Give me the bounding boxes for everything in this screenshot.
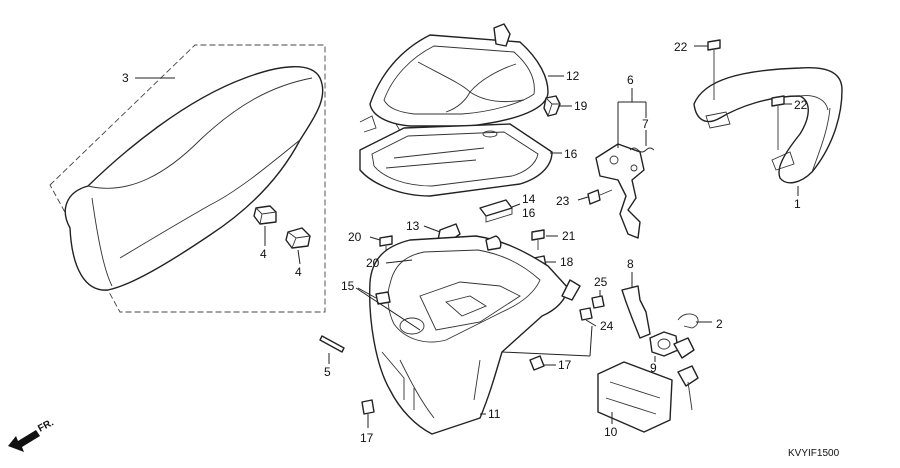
bolt-21 (531, 229, 545, 250)
seat-dashed-frame (49, 44, 326, 313)
callout-3: 3 (122, 71, 129, 85)
latch-spring (629, 147, 655, 153)
leader-lines (135, 45, 799, 428)
callout-18: 18 (560, 255, 574, 269)
luggage-box-lid (359, 23, 549, 139)
lock-keys (673, 337, 699, 411)
bolt-22-upper (707, 39, 721, 100)
callout-17-right: 17 (558, 358, 572, 372)
callout-8: 8 (627, 257, 634, 271)
callout-4-right: 4 (295, 265, 302, 279)
callout-5: 5 (324, 365, 331, 379)
seat-top-seam (87, 77, 313, 189)
clip-17-right (529, 355, 545, 371)
grab-rail (693, 67, 843, 184)
callout-9: 9 (650, 361, 657, 375)
diagram-code: KVYIF1500 (788, 448, 840, 459)
callout-11: 11 (488, 407, 501, 421)
callout-14: 14 (522, 192, 536, 206)
callout-17-left: 17 (360, 431, 374, 445)
callout-4-left: 4 (260, 247, 267, 261)
pin (319, 335, 345, 364)
callout-6: 6 (627, 73, 634, 87)
callout-12: 12 (566, 69, 580, 83)
callout-1: 1 (794, 197, 801, 211)
callout-23: 23 (556, 194, 570, 208)
clip (543, 95, 561, 117)
callout-7: 7 (642, 117, 649, 131)
callout-13: 13 (406, 219, 420, 233)
callout-22-upper: 22 (674, 40, 688, 54)
direction-label: FR. (36, 417, 56, 434)
seat-bumper-left (253, 205, 277, 225)
pad-14 (479, 199, 513, 223)
seat-cushion (64, 66, 324, 291)
callout-numbers: 1 2 3 4 4 5 6 7 8 9 10 11 12 13 14 15 16… (122, 40, 808, 445)
seat-rear-seam (119, 139, 301, 259)
seat-group (49, 44, 326, 313)
clip-24 (579, 307, 593, 321)
clip-17-left (361, 399, 375, 415)
direction-arrow-icon (8, 430, 40, 452)
callout-15: 15 (341, 279, 355, 293)
seat-side-seam (91, 197, 113, 287)
bolt-22-lower (771, 95, 785, 150)
screw-23 (587, 189, 613, 205)
clip-15 (375, 291, 391, 305)
callout-24: 24 (600, 319, 614, 333)
lock-clip-2 (677, 313, 699, 329)
callout-21: 21 (562, 229, 576, 243)
cable-bracket (621, 285, 651, 339)
callout-22-lower: 22 (794, 98, 808, 112)
callout-2: 2 (716, 317, 723, 331)
seat-bumper-right (285, 227, 311, 249)
clip-25 (591, 295, 605, 309)
callout-20-upper: 20 (348, 230, 362, 244)
callout-19: 19 (574, 99, 588, 113)
callout-16-lower: 16 (522, 206, 536, 220)
callout-25: 25 (594, 275, 608, 289)
luggage-box (368, 235, 581, 435)
seat-latch (595, 143, 645, 239)
plate-10 (597, 361, 673, 433)
callout-10: 10 (604, 425, 618, 439)
luggage-box-gasket (359, 123, 553, 197)
callout-16-upper: 16 (564, 147, 578, 161)
callout-20-lower: 20 (366, 256, 380, 270)
